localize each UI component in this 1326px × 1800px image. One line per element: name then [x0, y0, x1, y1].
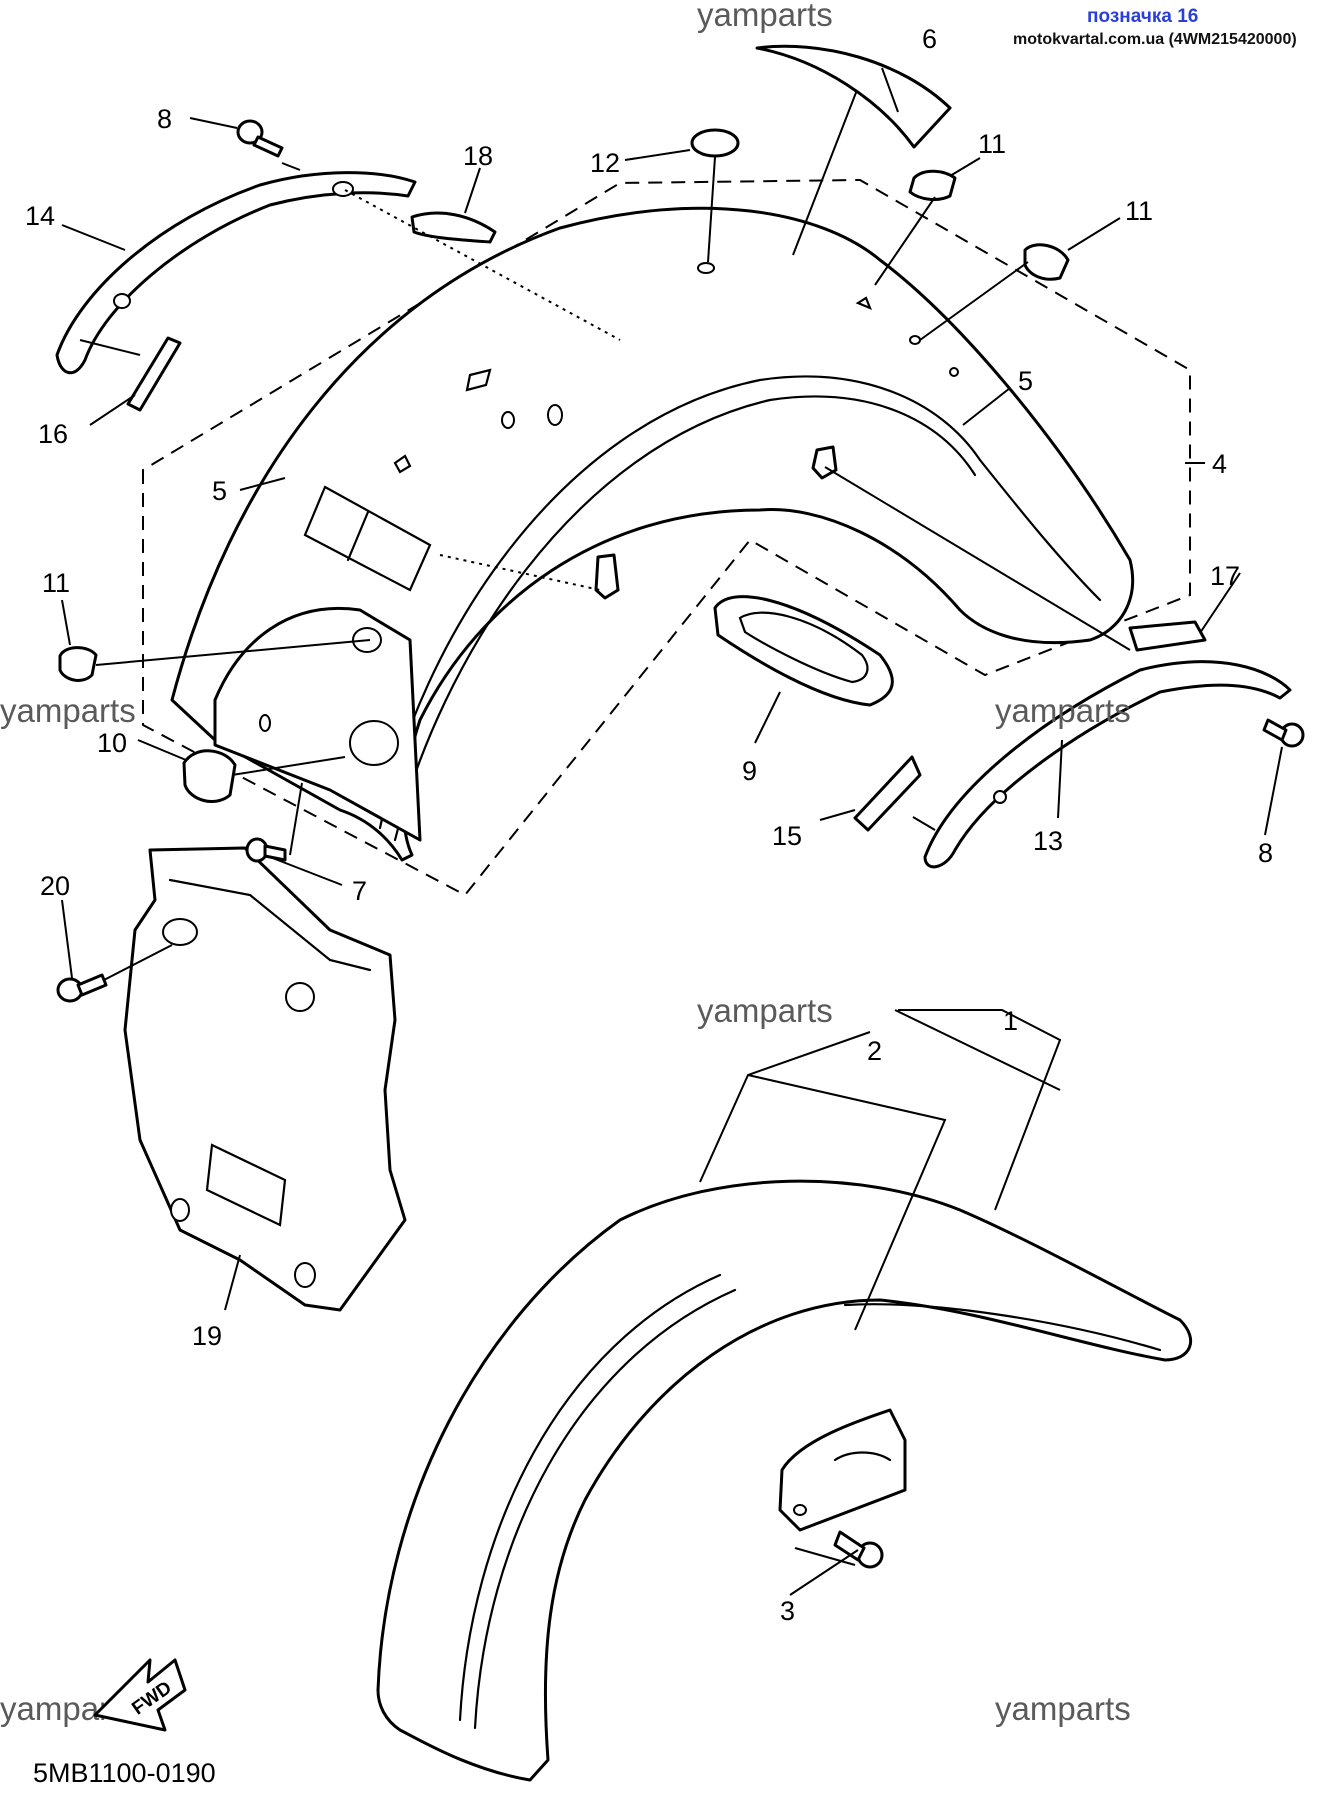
fwd-arrow: FWD — [93, 1658, 187, 1732]
bolt-7 — [245, 837, 287, 863]
callout-18: 18 — [463, 141, 493, 171]
bolt-20 — [56, 973, 108, 1003]
bolt-8-right — [1262, 718, 1305, 748]
callout-12: 12 — [590, 148, 620, 178]
callout-8-left: 8 — [157, 104, 172, 134]
header-site: motokvartal.com.ua (4WM215420000) — [1013, 31, 1297, 48]
callout-16: 16 — [38, 419, 68, 449]
bolt-3 — [833, 1530, 884, 1569]
callout-4: 4 — [1212, 449, 1227, 479]
rear-fender — [170, 206, 1135, 862]
reflector-17 — [1128, 620, 1207, 652]
bolt-8-left — [236, 119, 284, 158]
dotted-line-lamp — [439, 554, 601, 591]
trim-strip-6 — [755, 44, 952, 149]
callout-11-left: 11 — [42, 568, 70, 598]
trim-rail-14 — [55, 171, 417, 374]
callout-17: 17 — [1210, 561, 1240, 591]
reflector-15 — [853, 755, 922, 832]
grommet-11-left — [58, 646, 98, 682]
watermark-left-mid: yamparts — [0, 692, 136, 729]
watermark-top: yamparts — [697, 0, 833, 33]
lamp-lens-9 — [713, 595, 894, 707]
callout-1: 1 — [1003, 1006, 1018, 1036]
front-fender — [376, 1179, 1193, 1782]
callout-7: 7 — [352, 876, 367, 906]
callout-13: 13 — [1033, 826, 1063, 856]
callout-11-top: 11 — [978, 129, 1006, 159]
callout-10: 10 — [97, 728, 127, 758]
leader-lines — [61, 67, 1283, 1596]
callout-5-right: 5 — [1018, 366, 1033, 396]
callout-20: 20 — [40, 871, 70, 901]
side-cover — [123, 846, 407, 1312]
callout-5-left: 5 — [212, 476, 227, 506]
callout-6: 6 — [922, 24, 937, 54]
callout-3: 3 — [780, 1596, 795, 1626]
reflector-16 — [126, 336, 182, 412]
callout-14: 14 — [25, 201, 55, 231]
callout-19: 19 — [192, 1321, 222, 1351]
cap-12 — [690, 128, 740, 158]
callout-2: 2 — [867, 1036, 882, 1066]
callout-9: 9 — [742, 756, 757, 786]
callout-11-right: 11 — [1125, 196, 1153, 226]
watermark-bottom-right: yamparts — [995, 1690, 1131, 1727]
reflector-18 — [410, 211, 497, 244]
callout-8-right: 8 — [1258, 838, 1273, 868]
trim-rail-13 — [923, 660, 1292, 869]
watermark-right-mid: yamparts — [995, 692, 1131, 729]
callout-labels: 1 2 3 4 5 5 6 7 8 8 9 10 11 11 11 12 13 … — [25, 24, 1273, 1626]
header-label: позначка 16 — [1087, 6, 1198, 27]
callout-15: 15 — [772, 821, 802, 851]
grommet-11-top — [908, 169, 957, 201]
diagram-code: 5MB1100-0190 — [33, 1758, 216, 1788]
watermark-center: yamparts — [697, 992, 833, 1029]
grommet-11-right — [1023, 243, 1070, 281]
grommet-10 — [182, 749, 237, 804]
